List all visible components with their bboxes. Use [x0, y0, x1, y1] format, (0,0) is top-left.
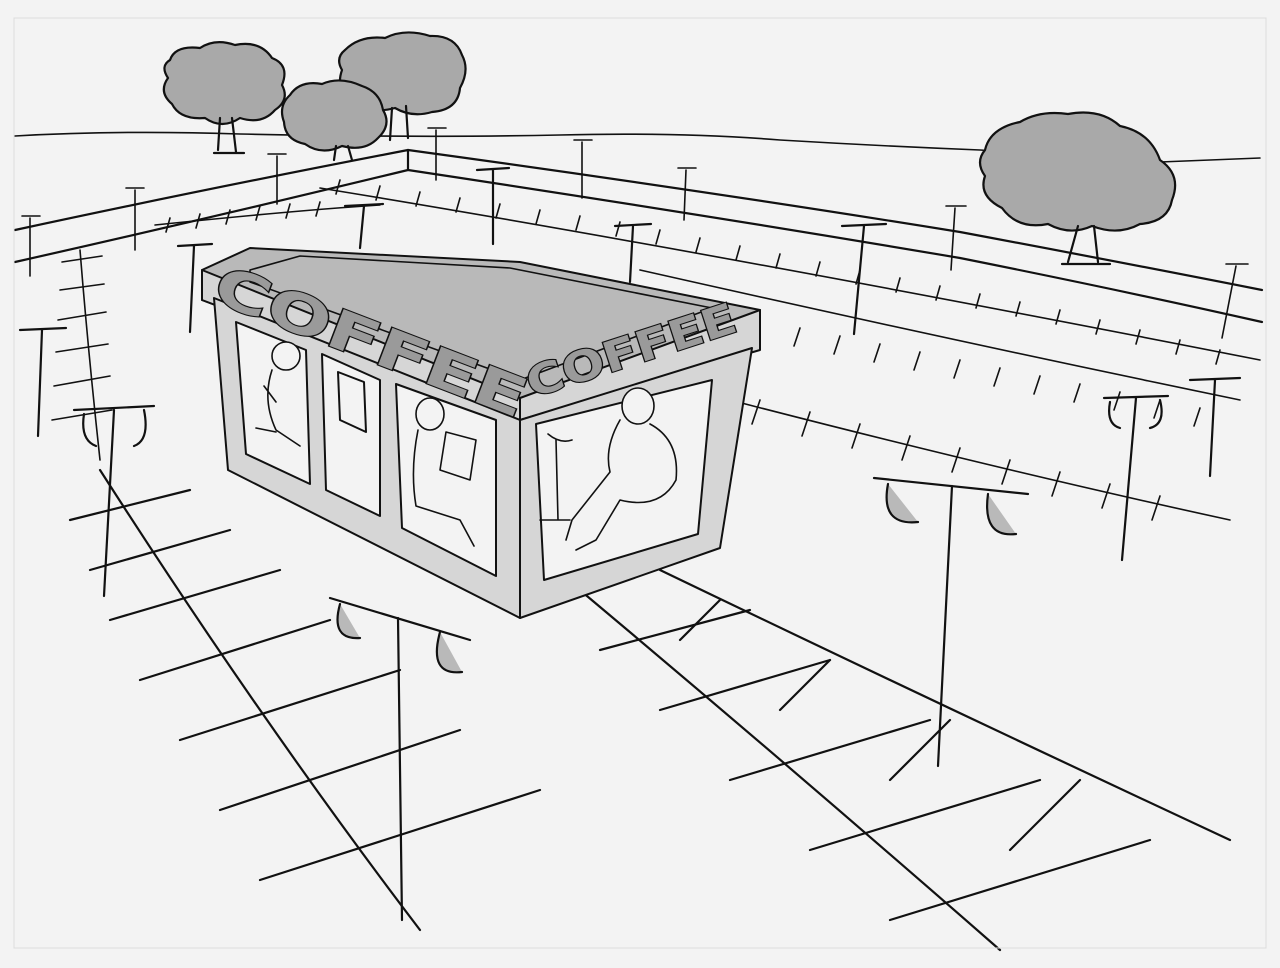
customer-left	[255, 341, 301, 447]
coffee-kiosk: COFFEE COFFEE	[201, 247, 761, 619]
frame-border	[13, 17, 1267, 949]
lamp-post	[1102, 394, 1170, 562]
kiosk-sign-band-side	[519, 309, 761, 421]
lamp-post	[328, 596, 472, 922]
far-parking-lines	[154, 179, 1261, 521]
lamp-post	[176, 242, 214, 334]
customer-reading	[412, 397, 477, 547]
kiosk-door-window	[337, 371, 367, 433]
tree-left	[162, 41, 286, 155]
lamp-post	[475, 166, 511, 246]
lamp-post	[72, 404, 156, 598]
kiosk-window-side	[535, 379, 713, 581]
customer-drinking	[539, 387, 678, 551]
perimeter-wall-right	[406, 148, 1264, 324]
lamp-post	[872, 476, 1030, 768]
lamp-posts	[18, 166, 1242, 922]
tree-right	[978, 111, 1177, 266]
perimeter-wall-left	[13, 148, 410, 264]
left-parking-lines	[51, 249, 113, 461]
lamp-post	[343, 202, 385, 250]
foreground-parking-grid	[68, 468, 1232, 952]
lamp-post	[1188, 376, 1242, 478]
lamp-post	[840, 222, 888, 336]
tree-center	[280, 31, 467, 162]
kiosk-window-middle	[395, 383, 497, 577]
kiosk-roof-inner	[249, 255, 713, 381]
lamp-post	[613, 222, 653, 284]
far-lamp-posts	[21, 127, 1249, 339]
lamp-post	[18, 326, 68, 438]
